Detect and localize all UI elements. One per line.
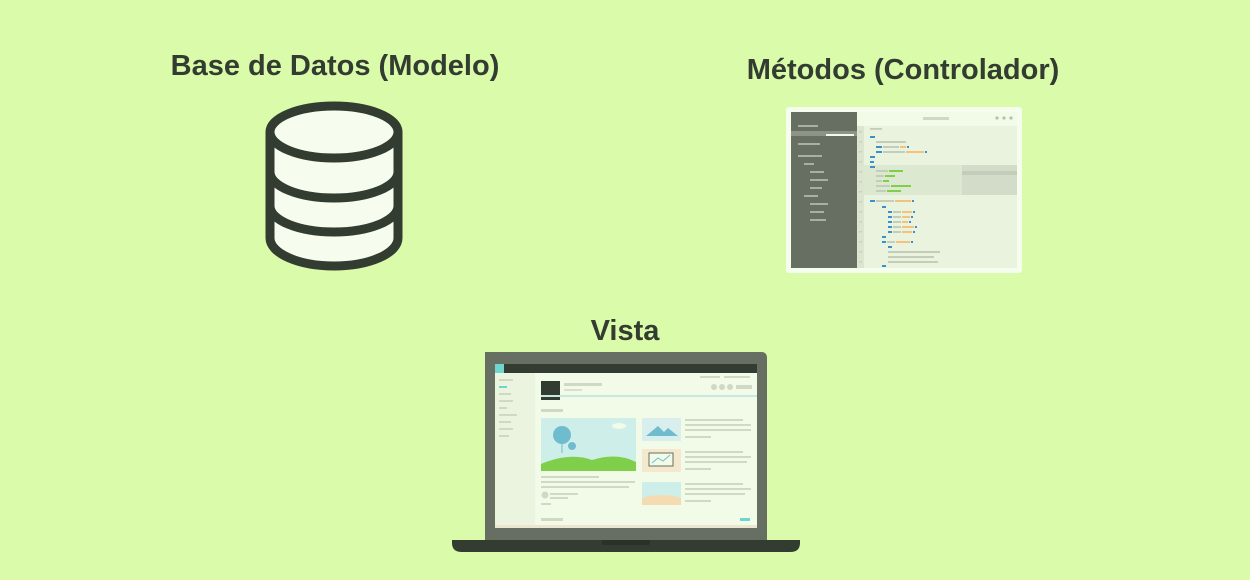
model-label: Base de Datos (Modelo): [170, 50, 500, 82]
controller-label: Métodos (Controlador): [746, 54, 1060, 86]
view-label: Vista: [590, 315, 660, 347]
laptop-icon: [452, 352, 800, 552]
code-editor-icon: [786, 107, 1022, 273]
database-icon: [265, 101, 403, 271]
